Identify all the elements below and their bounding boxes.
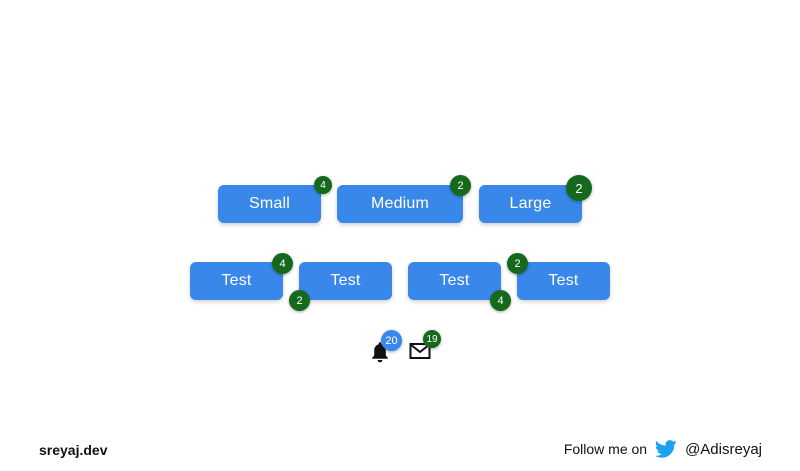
small-button-badge: 4: [314, 176, 332, 194]
test-button-label: Test: [439, 272, 470, 289]
test-button-label: Test: [548, 272, 579, 289]
large-button[interactable]: Large: [479, 185, 582, 223]
test-button-bottom-right[interactable]: Test: [408, 262, 501, 300]
test-button-top-left[interactable]: Test: [517, 262, 610, 300]
social-follow: Follow me on @Adisreyaj: [564, 440, 762, 458]
large-button-label: Large: [509, 195, 552, 212]
medium-button-badge: 2: [450, 175, 471, 196]
messages-badge: 19: [423, 330, 441, 348]
small-button[interactable]: Small: [218, 185, 321, 223]
twitter-icon[interactable]: [655, 440, 677, 458]
test-button-label: Test: [330, 272, 361, 289]
test-button-bottom-right-badge: 4: [490, 290, 511, 311]
medium-button-label: Medium: [370, 195, 430, 212]
test-button-bottom-left[interactable]: Test: [299, 262, 392, 300]
site-name: sreyaj.dev: [39, 442, 108, 458]
test-button-label: Test: [221, 272, 252, 289]
test-button-bottom-left-badge: 2: [289, 290, 310, 311]
mail-icon[interactable]: [409, 341, 433, 365]
test-button-top-left-badge: 2: [507, 253, 528, 274]
test-button-top-right-badge: 4: [272, 253, 293, 274]
follow-text: Follow me on: [563, 441, 648, 457]
test-button-top-right[interactable]: Test: [190, 262, 283, 300]
large-button-badge: 2: [566, 175, 592, 201]
small-button-label: Small: [248, 195, 290, 212]
notifications-badge: 20: [381, 330, 402, 351]
twitter-handle-link[interactable]: @Adisreyaj: [685, 440, 762, 458]
medium-button[interactable]: Medium: [337, 185, 463, 223]
